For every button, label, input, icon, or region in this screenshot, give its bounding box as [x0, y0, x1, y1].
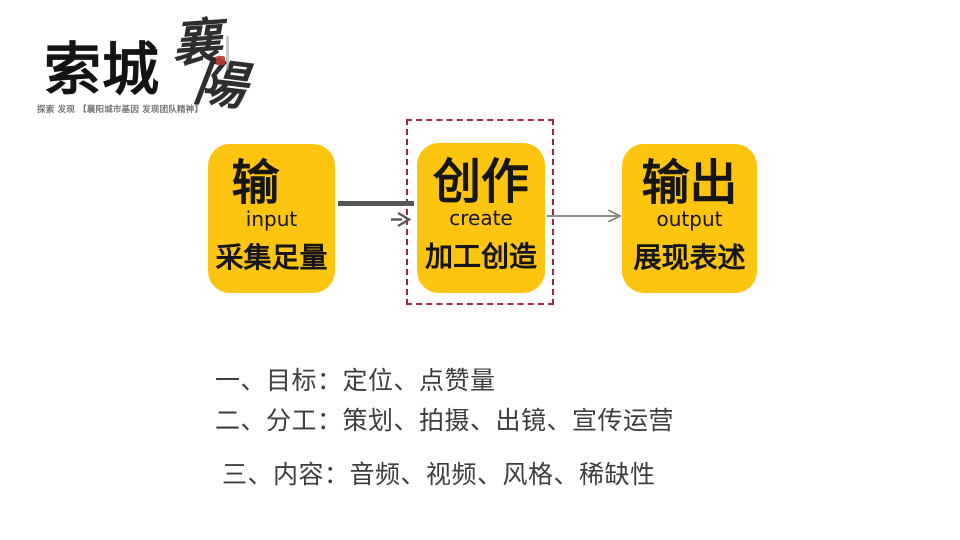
flow-box-create-caption: 加工创造	[424, 240, 537, 274]
flow-box-create: 创作 create 加工创造	[417, 143, 545, 293]
flow-box-create-title: 创作	[432, 154, 529, 210]
flow-box-input: 输 input 采集足量	[208, 144, 335, 293]
flow-box-output: 输出 output 展现表述	[622, 144, 757, 293]
highlight-dashed-frame	[406, 119, 554, 305]
flow-box-input-subtitle: input	[245, 207, 298, 232]
flow-box-input-caption: 采集足量	[215, 241, 328, 275]
note-division: 二、分工：策划、拍摄、出镜、宣传运营	[215, 406, 675, 435]
thin-arrow-icon	[547, 209, 623, 223]
note-goal: 一、目标：定位、点赞量	[215, 366, 496, 395]
flow-box-output-subtitle: output	[656, 207, 723, 232]
arrowhead-icon	[391, 212, 412, 227]
logo-calligraphy: 襄 陽	[164, 13, 252, 120]
logo: 索城 襄 陽 探索 发现 【襄阳城市基因 发现团队精神】	[36, 13, 252, 120]
flow-box-output-caption: 展现表述	[633, 241, 746, 275]
note-content: 三、内容：音频、视频、风格、稀缺性	[222, 460, 656, 489]
flow-box-output-title: 输出	[641, 155, 738, 211]
red-seal-icon	[216, 56, 225, 65]
calligraphy-side-inscription	[226, 36, 229, 70]
flow-box-input-title: 输	[231, 155, 280, 211]
connector-thick-line	[338, 201, 414, 206]
logo-tagline: 探索 发现 【襄阳城市基因 发现团队精神】	[37, 105, 204, 115]
logo-brand-text: 索城	[44, 39, 160, 102]
flow-box-create-subtitle: create	[449, 206, 513, 231]
